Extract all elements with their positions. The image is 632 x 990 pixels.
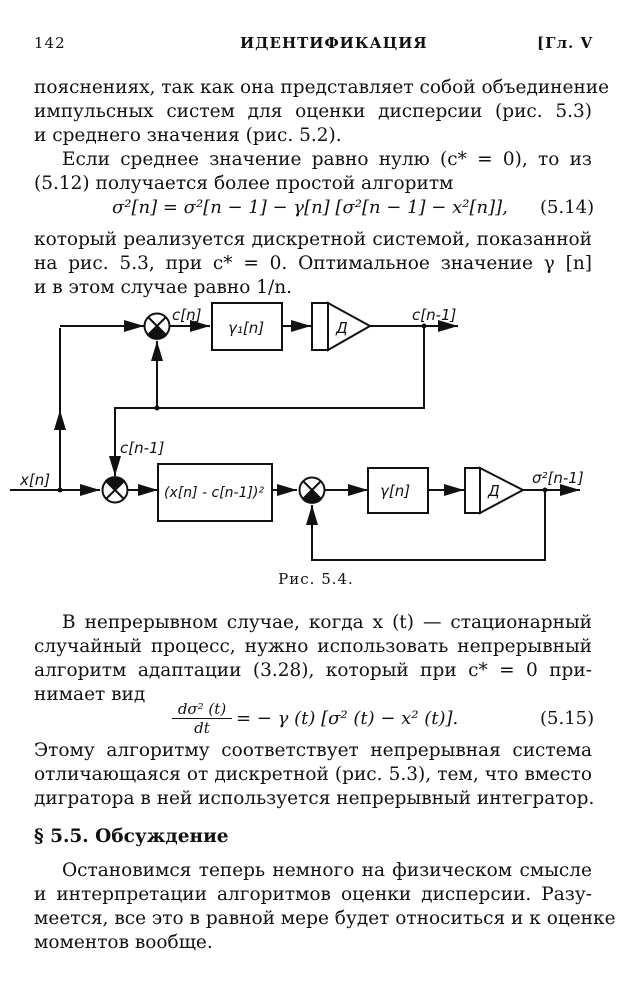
figure-caption: Рис. 5.4. bbox=[278, 570, 354, 588]
delay-block-top bbox=[311, 301, 373, 352]
text-line: случайный процесс, нужно использовать не… bbox=[34, 636, 592, 657]
chapter-label: [Гл. V bbox=[537, 34, 594, 52]
label-square: (x[n] - c[n-1])² bbox=[164, 485, 264, 501]
label-gamma: γ[n] bbox=[380, 482, 410, 500]
text-line: алгоритм адаптации (3.28), который при c… bbox=[34, 660, 592, 681]
text-line: дигратора в ней используется непрерывный… bbox=[34, 788, 595, 809]
text-line: пояснениях, так как она представляет соб… bbox=[34, 77, 610, 98]
text-line: Если среднее значение равно нулю (c* = 0… bbox=[62, 149, 592, 170]
fraction-numerator: dσ² (t) bbox=[172, 700, 232, 719]
equation-number: (5.15) bbox=[540, 708, 595, 729]
text-line: нимает вид bbox=[34, 684, 146, 705]
equation-5-15: dσ² (t) dt bbox=[172, 700, 232, 737]
text-line: моментов вообще. bbox=[34, 932, 213, 953]
text-line: который реализуется дискретной системой,… bbox=[34, 229, 592, 250]
section-heading: § 5.5. Обсуждение bbox=[34, 826, 229, 847]
label-gamma1: γ₁[n] bbox=[228, 319, 264, 337]
label-sigma-out: σ²[n-1] bbox=[532, 469, 584, 487]
text-line: Этому алгоритму соответствует непрерывна… bbox=[34, 740, 592, 761]
summer-bottom-left bbox=[101, 476, 129, 504]
text-line: Остановимся теперь немного на физическом… bbox=[62, 860, 592, 881]
equation-5-14: σ²[n] = σ²[n − 1] − γ[n] [σ²[n − 1] − x²… bbox=[112, 197, 508, 218]
block-diagram: c[n] γ₁[n] Д c[n-1] c[n-1] x[n] (x[n] - … bbox=[10, 301, 584, 561]
fraction-denominator: dt bbox=[194, 719, 210, 737]
label-c-n: c[n] bbox=[172, 306, 202, 324]
label-delay-top: Д bbox=[335, 319, 348, 337]
page-number: 142 bbox=[34, 34, 66, 52]
gain-block-gamma bbox=[367, 467, 429, 514]
summer-bottom-right bbox=[298, 476, 326, 504]
label-x-n: x[n] bbox=[19, 471, 50, 489]
equation-number: (5.14) bbox=[540, 197, 595, 218]
text-line: отличающаяся от дискретной (рис. 5.3), т… bbox=[34, 764, 592, 785]
text-line: импульсных систем для оценки дисперсии (… bbox=[34, 101, 592, 122]
label-c-n-1-out: c[n-1] bbox=[412, 306, 457, 324]
label-delay-bottom: Д bbox=[487, 482, 500, 500]
gain-block-gamma1 bbox=[211, 302, 283, 351]
running-title: ИДЕНТИФИКАЦИЯ bbox=[240, 34, 428, 52]
equation-rhs: = − γ (t) [σ² (t) − x² (t)]. bbox=[236, 708, 459, 729]
text-line: меется, все это в равной мере будет отно… bbox=[34, 908, 616, 929]
text-line: В непрерывном случае, когда x (t) — стац… bbox=[62, 612, 592, 633]
square-block bbox=[157, 463, 273, 522]
text-line: и в этом случае равно 1/n. bbox=[34, 277, 293, 298]
text-line: и интерпретации алгоритмов оценки диспер… bbox=[34, 884, 592, 905]
text-line: на рис. 5.3, при c* = 0. Оптимальное зна… bbox=[34, 253, 592, 274]
text-line: и среднего значения (рис. 5.2). bbox=[34, 125, 342, 146]
summer-top bbox=[143, 312, 171, 340]
label-c-n-1-feedback: c[n-1] bbox=[120, 439, 165, 457]
text-line: (5.12) получается более простой алгоритм bbox=[34, 173, 454, 194]
delay-block-bottom bbox=[464, 466, 526, 515]
